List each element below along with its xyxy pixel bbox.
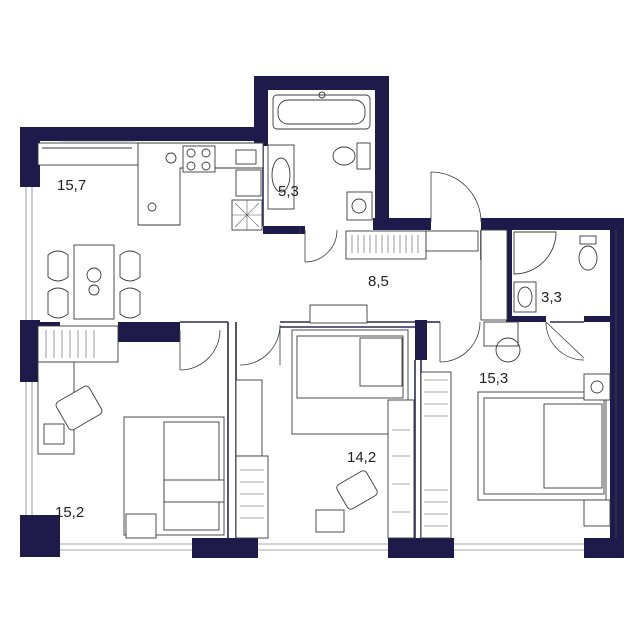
area-label-wc: 3,3: [541, 289, 562, 306]
wc-fixtures: [513, 231, 598, 313]
area-label-living-kitchen: 15,7: [57, 177, 86, 194]
area-label-bathroom: 5,3: [278, 183, 299, 200]
left-bedroom-furniture: [37, 325, 225, 539]
doors: [179, 171, 585, 371]
area-label-bedroom-left: 15,2: [55, 504, 84, 521]
area-labels: 15,7 5,3 8,5 3,3 15,3 14,2 15,2: [55, 177, 562, 521]
hallway-furniture: [309, 229, 508, 324]
area-label-bedroom-right: 15,3: [479, 370, 508, 387]
kitchen: [37, 142, 264, 320]
outer-walls: [20, 76, 624, 558]
area-label-bedroom-middle: 14,2: [347, 449, 376, 466]
area-label-hallway: 8,5: [368, 273, 389, 290]
right-bedroom-furniture: [420, 321, 611, 539]
bathroom-fixtures: [267, 91, 373, 221]
middle-bedroom-furniture: [235, 329, 415, 539]
